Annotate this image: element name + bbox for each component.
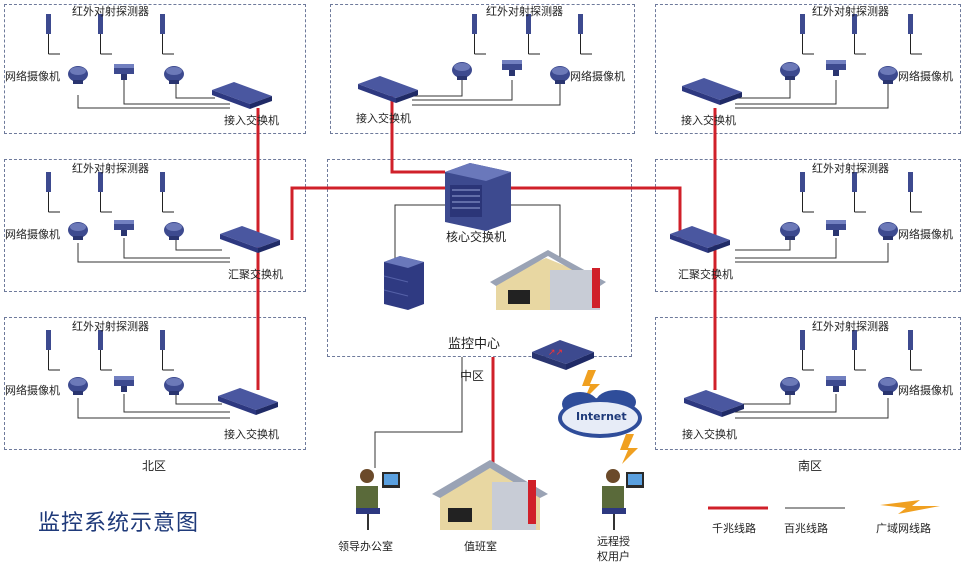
south-bottom-devices (684, 329, 923, 417)
center-top-camera-label: 网络摄像机 (570, 70, 625, 83)
firewall-router: ↗↗ (532, 340, 594, 370)
monitor-room (490, 250, 606, 310)
zone-center-top (330, 4, 635, 134)
server-stack (383, 256, 424, 310)
north-mid-switch-label: 汇聚交换机 (228, 268, 283, 281)
north-mid-devices (45, 171, 280, 253)
north-mid-ir-label: 红外对射探测器 (72, 162, 149, 175)
south-top-switch-label: 接入交换机 (681, 114, 736, 127)
south-mid-ir-label: 红外对射探测器 (812, 162, 889, 175)
zone-middle-label: 中区 (460, 369, 485, 383)
center-top-devices (358, 13, 593, 103)
north-top-camera-label: 网络摄像机 (5, 70, 60, 83)
legend-wan-label: 广域网线路 (876, 522, 931, 535)
north-bottom-devices (45, 329, 278, 415)
south-bottom-ir-label: 红外对射探测器 (812, 320, 889, 333)
remote-user-label-2: 权用户 (597, 550, 630, 563)
north-bottom-ir-label: 红外对射探测器 (72, 320, 149, 333)
south-top-camera-label: 网络摄像机 (898, 70, 953, 83)
south-mid-switch-label: 汇聚交换机 (678, 268, 733, 281)
center-top-switch-label: 接入交换机 (356, 112, 411, 125)
south-bottom-camera-label: 网络摄像机 (898, 384, 953, 397)
internet-cloud (558, 390, 642, 438)
north-top-devices (45, 13, 272, 109)
zone-north-label: 北区 (142, 459, 167, 473)
duty-room (432, 460, 548, 530)
south-mid-camera-label: 网络摄像机 (898, 228, 953, 241)
legend-gigabit-label: 千兆线路 (712, 522, 756, 535)
diagram-title: 监控系统示意图 (38, 511, 200, 536)
center-top-ir-label: 红外对射探测器 (486, 5, 563, 18)
monitor-center-label: 监控中心 (448, 337, 501, 352)
leader-office-label: 领导办公室 (338, 540, 393, 553)
zone-monitor-center (327, 159, 632, 357)
zone-south-mid (655, 159, 961, 292)
gigabit-links (256, 92, 717, 468)
core-switch-label: 核心交换机 (446, 230, 507, 244)
wan-links (582, 370, 638, 464)
legend-lines (708, 500, 940, 514)
core-switch (445, 163, 511, 231)
leader-user (356, 469, 400, 530)
south-top-devices (682, 13, 923, 105)
zone-north-bottom (4, 317, 306, 450)
zone-south-label: 南区 (798, 459, 823, 473)
internet-label: Internet (576, 410, 627, 423)
north-top-ir-label: 红外对射探测器 (72, 5, 149, 18)
north-mid-camera-label: 网络摄像机 (5, 228, 60, 241)
zone-north-mid (4, 159, 306, 292)
south-top-ir-label: 红外对射探测器 (812, 5, 889, 18)
north-bottom-camera-label: 网络摄像机 (5, 384, 60, 397)
north-top-switch-label: 接入交换机 (224, 114, 279, 127)
zone-north-top (4, 4, 306, 134)
south-mid-devices (670, 171, 923, 253)
svg-text:↗↗: ↗↗ (548, 348, 563, 358)
north-bottom-switch-label: 接入交换机 (224, 428, 279, 441)
remote-user-label-1: 远程授 (597, 535, 630, 548)
zone-south-bottom (655, 317, 961, 450)
south-bottom-switch-label: 接入交换机 (682, 428, 737, 441)
remote-user (602, 469, 644, 530)
legend-hundred-mbps-label: 百兆线路 (784, 522, 828, 535)
zone-south-top (655, 4, 961, 134)
duty-room-label: 值班室 (464, 540, 497, 553)
hundred-mbps-links (77, 80, 889, 468)
